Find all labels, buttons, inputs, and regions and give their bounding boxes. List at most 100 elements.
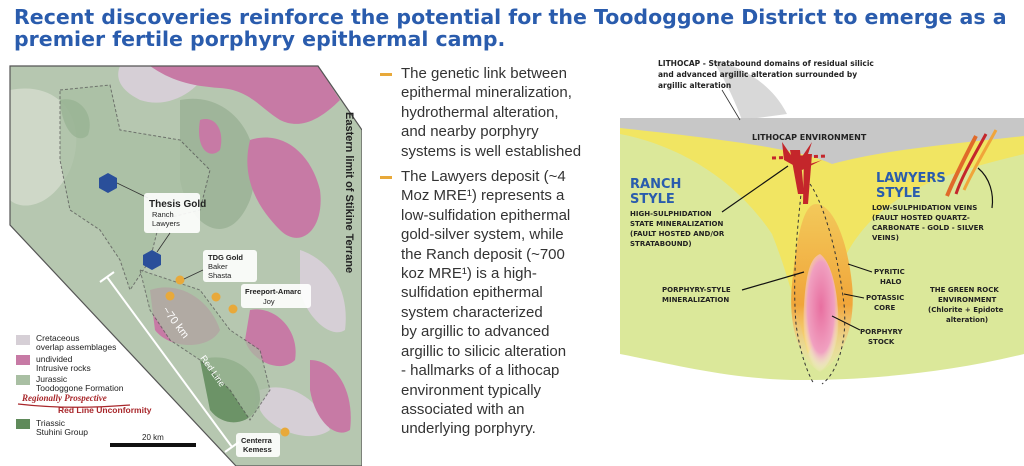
bullet-2-line-2: Moz MRE¹) represents a bbox=[401, 187, 565, 205]
title-line-2: premier fertile porphyry epithermal camp… bbox=[14, 27, 506, 51]
tdg-gold-label: TDG Gold bbox=[208, 253, 243, 262]
stock-arrow bbox=[831, 315, 861, 331]
ranch-desc-3: (FAULT HOSTED AND/OR bbox=[630, 230, 725, 238]
bullet-2-line-13: associated with an bbox=[401, 400, 525, 418]
ranch-arrow bbox=[721, 165, 789, 213]
legend-jurassic-1: Jurassic bbox=[36, 374, 68, 384]
bullet-1-line-1: The genetic link between bbox=[401, 65, 567, 82]
legend-cretaceous-1: Cretaceous bbox=[36, 333, 79, 343]
bullet-2-line-12: environment typically bbox=[401, 381, 542, 399]
legend-intrusive-1: undivided bbox=[36, 354, 73, 364]
ranch-desc-4: STRATABOUND) bbox=[630, 240, 692, 248]
lithocap-plume bbox=[712, 60, 787, 120]
freeport-amarc-label: Freeport-Amarc bbox=[245, 287, 301, 296]
freeport-deposit-1[interactable] bbox=[211, 292, 221, 302]
potassic-core-2: CORE bbox=[874, 304, 895, 312]
thesis-leader bbox=[116, 182, 149, 199]
pyritic-arrow bbox=[847, 263, 873, 273]
bullet-2-line-9: by argillic to advanced bbox=[401, 323, 550, 341]
thesis-lawyers-marker[interactable] bbox=[143, 250, 161, 270]
lawyers-label: Lawyers bbox=[152, 219, 180, 228]
bullet-2-line-6: koz MRE¹) is a high- bbox=[401, 265, 537, 283]
thesis-label-box bbox=[144, 193, 200, 233]
ranch-desc-2: STATE MINERALIZATION bbox=[630, 220, 724, 228]
green-rock-2: ENVIRONMENT bbox=[938, 296, 996, 304]
scale-bar-label: 20 km bbox=[142, 433, 164, 442]
bullet-2-line-5: the Ranch deposit (~700 bbox=[401, 245, 565, 263]
lawyers-vein-1 bbox=[945, 135, 978, 197]
lawyers-style-title-1: LAWYERS bbox=[876, 171, 946, 186]
ranch-style-title-2: STYLE bbox=[630, 192, 675, 207]
lawyers-desc-4: VEINS) bbox=[872, 234, 899, 242]
unit-jurassic-belt bbox=[59, 84, 211, 292]
thesis-gold-label: Thesis Gold bbox=[149, 199, 206, 210]
bullet-2-line-3: low-sulfidation epithermal bbox=[401, 206, 571, 224]
legend-swatch-cretaceous bbox=[16, 335, 30, 345]
unit-intrusive-north bbox=[150, 66, 340, 124]
centerra-label: Centerra bbox=[241, 436, 273, 445]
legend-swatch-jurassic bbox=[16, 375, 30, 385]
lithocap-note-3: argillic alteration bbox=[658, 81, 731, 90]
ranch-stratabound-horizon bbox=[771, 154, 828, 160]
freeport-label-box bbox=[241, 284, 311, 308]
porphyry-min-arrow bbox=[741, 271, 805, 291]
geology-map: Eastern limit of Stikine Terrane ~70 km … bbox=[9, 65, 362, 466]
lawyers-leader bbox=[156, 232, 171, 253]
bullet-dash-icon bbox=[380, 176, 392, 180]
freeport-deposit-2[interactable] bbox=[228, 304, 238, 314]
bullet-2-line-7: sulfidation epithermal bbox=[401, 284, 543, 302]
legend-cretaceous-2: overlap assemblages bbox=[36, 342, 116, 352]
scale-bar bbox=[110, 443, 196, 447]
legend-triassic-1: Triassic bbox=[36, 418, 66, 428]
bullet-2-line-4: gold-silver system, while bbox=[401, 226, 564, 244]
ranch-label: Ranch bbox=[152, 210, 174, 219]
green-rock-3: (Chlorite + Epidote bbox=[928, 306, 1004, 314]
lawyers-vein-2 bbox=[954, 133, 988, 195]
porphyry-min-2: MINERALIZATION bbox=[662, 296, 729, 304]
bullet-1-line-3: hydrothermal alteration, bbox=[401, 103, 559, 121]
lithocap-zone bbox=[620, 118, 1024, 164]
legend-prospective: Regionally Prospective bbox=[21, 393, 107, 403]
joy-label: Joy bbox=[263, 297, 275, 306]
porphyry-min-1: PORPHYRY-STYLE bbox=[662, 286, 731, 294]
kemess-deposit[interactable] bbox=[280, 427, 290, 437]
bullet-dash-icon bbox=[380, 73, 392, 76]
bullet-1: The genetic link between epithermal mine… bbox=[380, 64, 602, 161]
unit-intrusive-far-east bbox=[310, 360, 351, 433]
legend-intrusive-2: Intrusive rocks bbox=[36, 363, 91, 373]
bullet-2-line-11: - hallmarks of a lithocap bbox=[401, 362, 560, 380]
lawyers-desc-2: (FAULT HOSTED QUARTZ- bbox=[872, 214, 970, 222]
bullet-2-line-1: The Lawyers deposit (~4 bbox=[401, 168, 566, 186]
tdg-deposit-2[interactable] bbox=[165, 291, 175, 301]
tdg-deposit-1[interactable] bbox=[175, 275, 185, 285]
bullet-2-line-14: underlying porphyry. bbox=[401, 420, 536, 438]
ranch-style-title-1: RANCH bbox=[630, 177, 681, 192]
scale-diagonal-line bbox=[106, 276, 233, 448]
unit-intrusive-east bbox=[247, 137, 321, 238]
unit-cretaceous-b bbox=[300, 250, 346, 333]
bullet-2-line-10: argillic to silicic alteration bbox=[401, 342, 567, 360]
centerra-label-box bbox=[236, 433, 280, 457]
lawyers-style-title-2: STYLE bbox=[876, 186, 921, 201]
pyritic-halo-2: HALO bbox=[880, 278, 901, 286]
unit-intrusive-small bbox=[199, 119, 222, 154]
lithocap-note-1: LITHOCAP - Stratabound domains of residu… bbox=[658, 59, 874, 68]
porphyry-stock-1: PORPHYRY bbox=[860, 328, 904, 336]
porphyry-stock-body bbox=[803, 254, 839, 372]
lawyers-desc-3: CARBONATE - GOLD - SILVER bbox=[872, 224, 984, 232]
lawyers-vein-3 bbox=[962, 129, 998, 191]
pyritic-halo-1: PYRITIC bbox=[874, 268, 905, 276]
bullet-list: The genetic link between epithermal mine… bbox=[380, 64, 602, 445]
ranch-burst-icon bbox=[782, 142, 822, 170]
lithocap-note-2: and advanced argillic alteration surroun… bbox=[658, 70, 857, 79]
lawyers-arrow bbox=[977, 167, 994, 209]
bullet-2-line-8: system characterized bbox=[401, 303, 543, 321]
unit-jurassic-south bbox=[139, 269, 271, 421]
legend-jurassic-2: Toodoggone Formation bbox=[36, 383, 124, 393]
green-rock-1: THE GREEN ROCK bbox=[930, 286, 999, 294]
scale-diagonal-cap-top bbox=[99, 271, 115, 283]
bullet-1-line-2: epithermal mineralization, bbox=[401, 84, 572, 102]
thesis-ranch-marker[interactable] bbox=[99, 173, 117, 193]
unit-cretaceous-c bbox=[260, 387, 330, 437]
title-line-1: Recent discoveries reinforce the potenti… bbox=[14, 5, 1007, 29]
